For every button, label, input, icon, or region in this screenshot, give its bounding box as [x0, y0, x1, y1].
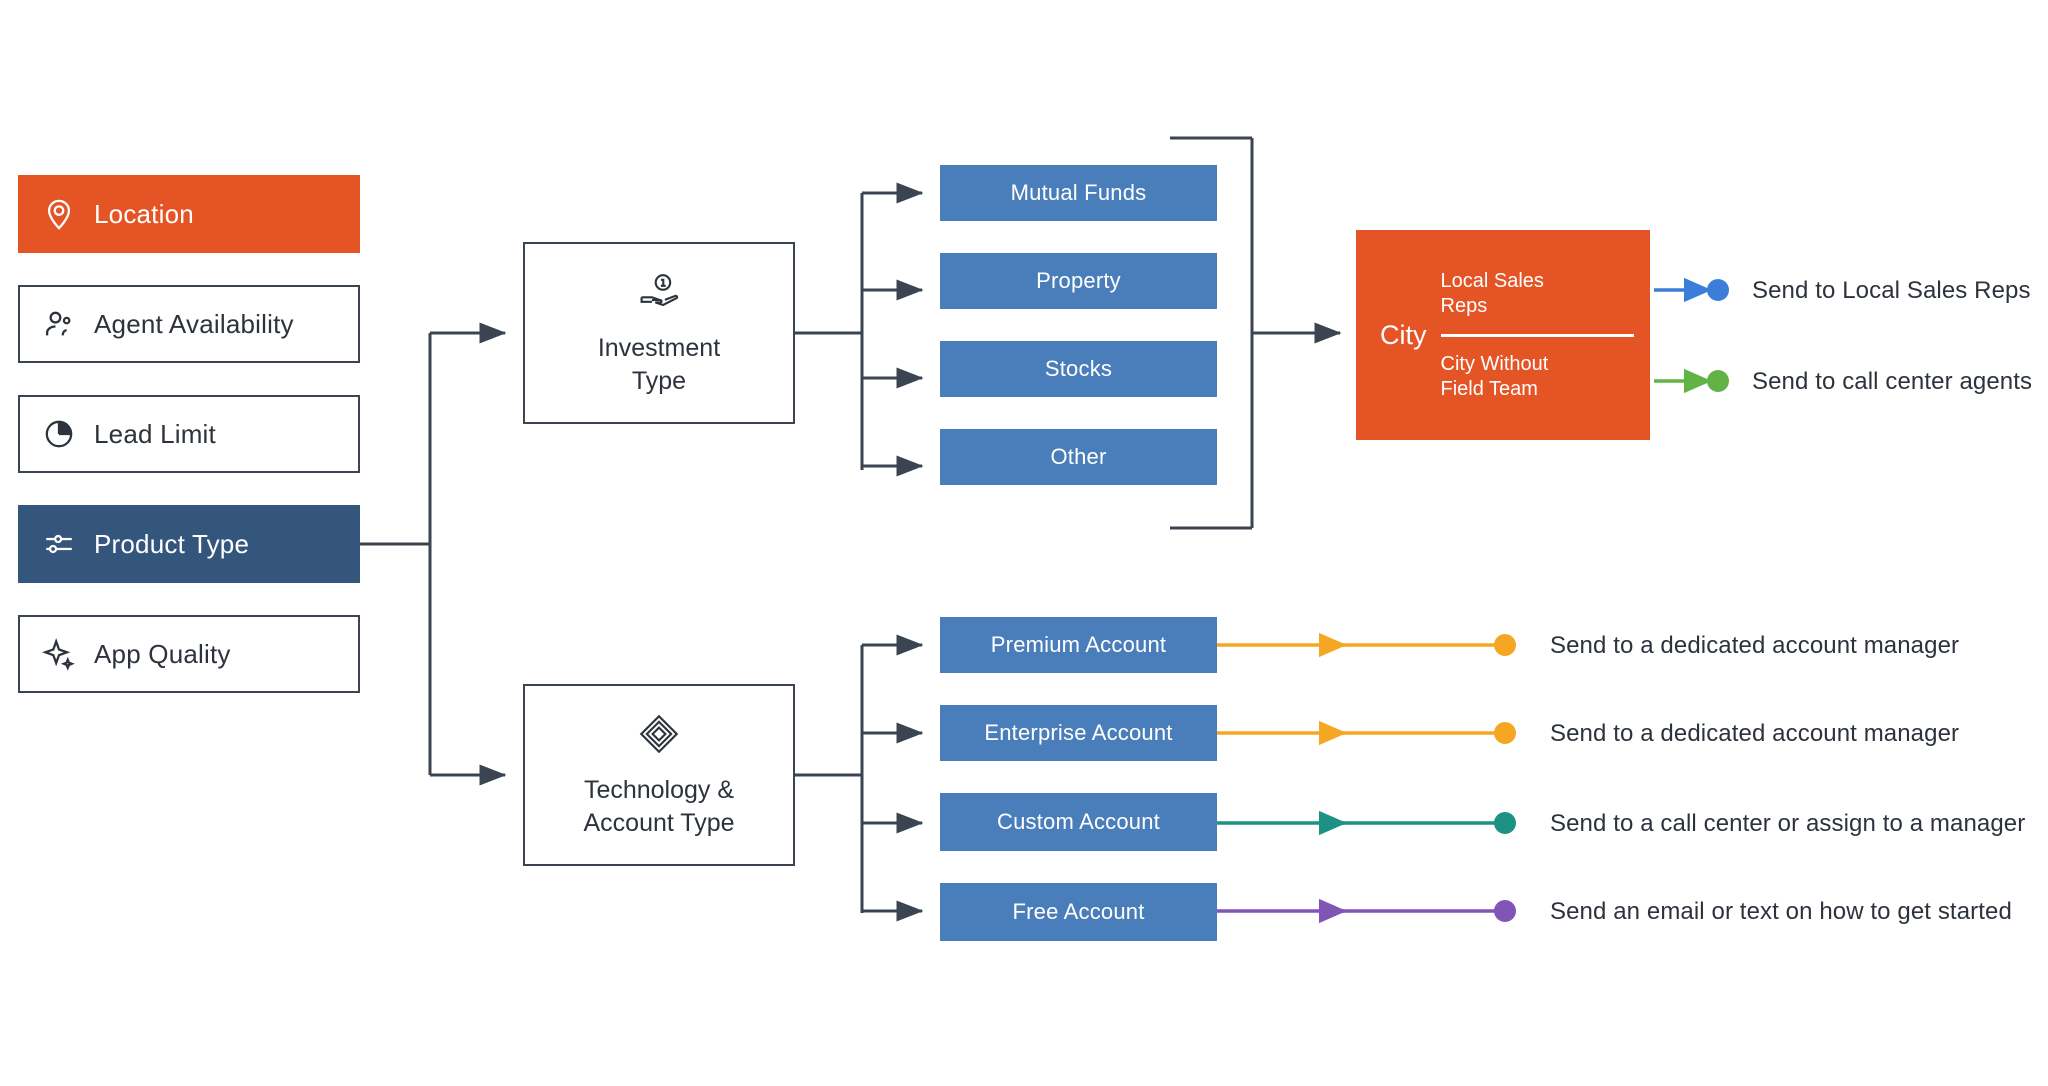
- chip-label: Free Account: [1012, 899, 1145, 924]
- criteria-item-agent-availability[interactable]: Agent Availability: [18, 285, 360, 363]
- criteria-label: Lead Limit: [94, 418, 216, 449]
- criteria-label: Product Type: [94, 528, 250, 559]
- decision-label: Technology & Account Type: [583, 776, 735, 837]
- decision-box-technology-account-type[interactable]: Technology & Account Type: [523, 684, 795, 866]
- city-divider: [1440, 333, 1634, 337]
- criteria-item-location[interactable]: Location: [18, 175, 360, 253]
- city-option-city-without-field-team[interactable]: City Without Field Team: [1440, 352, 1549, 400]
- criteria-item-app-quality[interactable]: App Quality: [18, 615, 360, 693]
- criteria-item-product-type[interactable]: Product Type: [18, 505, 360, 583]
- city-decision-box[interactable]: City Local Sales Reps City Without Field…: [1356, 230, 1650, 440]
- option-chip-property[interactable]: Property: [940, 253, 1217, 309]
- chip-label: Stocks: [1044, 356, 1113, 381]
- outcome-label-local-sales-reps: Send to Local Sales Reps: [1752, 277, 2031, 304]
- city-options: Local Sales Reps City Without Field Team: [1427, 265, 1651, 406]
- outcome-label-free-account: Send an email or text on how to get star…: [1550, 898, 2012, 925]
- decision-box-investment-type[interactable]: Investment Type: [523, 242, 795, 424]
- sliders-icon: [40, 525, 78, 563]
- chip-label: Mutual Funds: [1010, 180, 1147, 205]
- sparkle-icon: [40, 635, 78, 673]
- criteria-label: App Quality: [94, 638, 231, 669]
- chip-label: Custom Account: [997, 809, 1160, 834]
- option-chip-stocks[interactable]: Stocks: [940, 341, 1217, 397]
- outcome-label-premium-account: Send to a dedicated account manager: [1550, 632, 1960, 659]
- criteria-label: Location: [94, 198, 194, 229]
- chip-label: Other: [1050, 444, 1107, 469]
- location-pin-icon: [40, 195, 78, 233]
- option-chip-enterprise-account[interactable]: Enterprise Account: [940, 705, 1217, 761]
- outcome-label-enterprise-account: Send to a dedicated account manager: [1550, 720, 1960, 747]
- criteria-item-lead-limit[interactable]: Lead Limit: [18, 395, 360, 473]
- outcome-label-custom-account: Send to a call center or assign to a man…: [1550, 810, 2026, 837]
- outcome-label-call-center-agents: Send to call center agents: [1752, 368, 2033, 395]
- option-chip-other[interactable]: Other: [940, 429, 1217, 485]
- option-chip-free-account[interactable]: Free Account: [940, 883, 1217, 941]
- decision-label: Investment Type: [597, 334, 721, 395]
- city-option-local-sales-reps[interactable]: Local Sales Reps: [1440, 269, 1544, 317]
- chip-label: Premium Account: [990, 632, 1167, 657]
- user-agent-icon: [40, 305, 78, 343]
- hand-coin-icon: [635, 268, 683, 316]
- chip-label: Property: [1036, 268, 1121, 293]
- pie-chart-icon: [40, 415, 78, 453]
- option-chip-premium-account[interactable]: Premium Account: [940, 617, 1217, 673]
- city-title: City: [1380, 319, 1427, 350]
- chip-label: Enterprise Account: [984, 720, 1173, 745]
- criteria-label: Agent Availability: [94, 308, 294, 339]
- option-chip-mutual-funds[interactable]: Mutual Funds: [940, 165, 1217, 221]
- diamond-icon: [635, 710, 683, 758]
- option-chip-custom-account[interactable]: Custom Account: [940, 793, 1217, 851]
